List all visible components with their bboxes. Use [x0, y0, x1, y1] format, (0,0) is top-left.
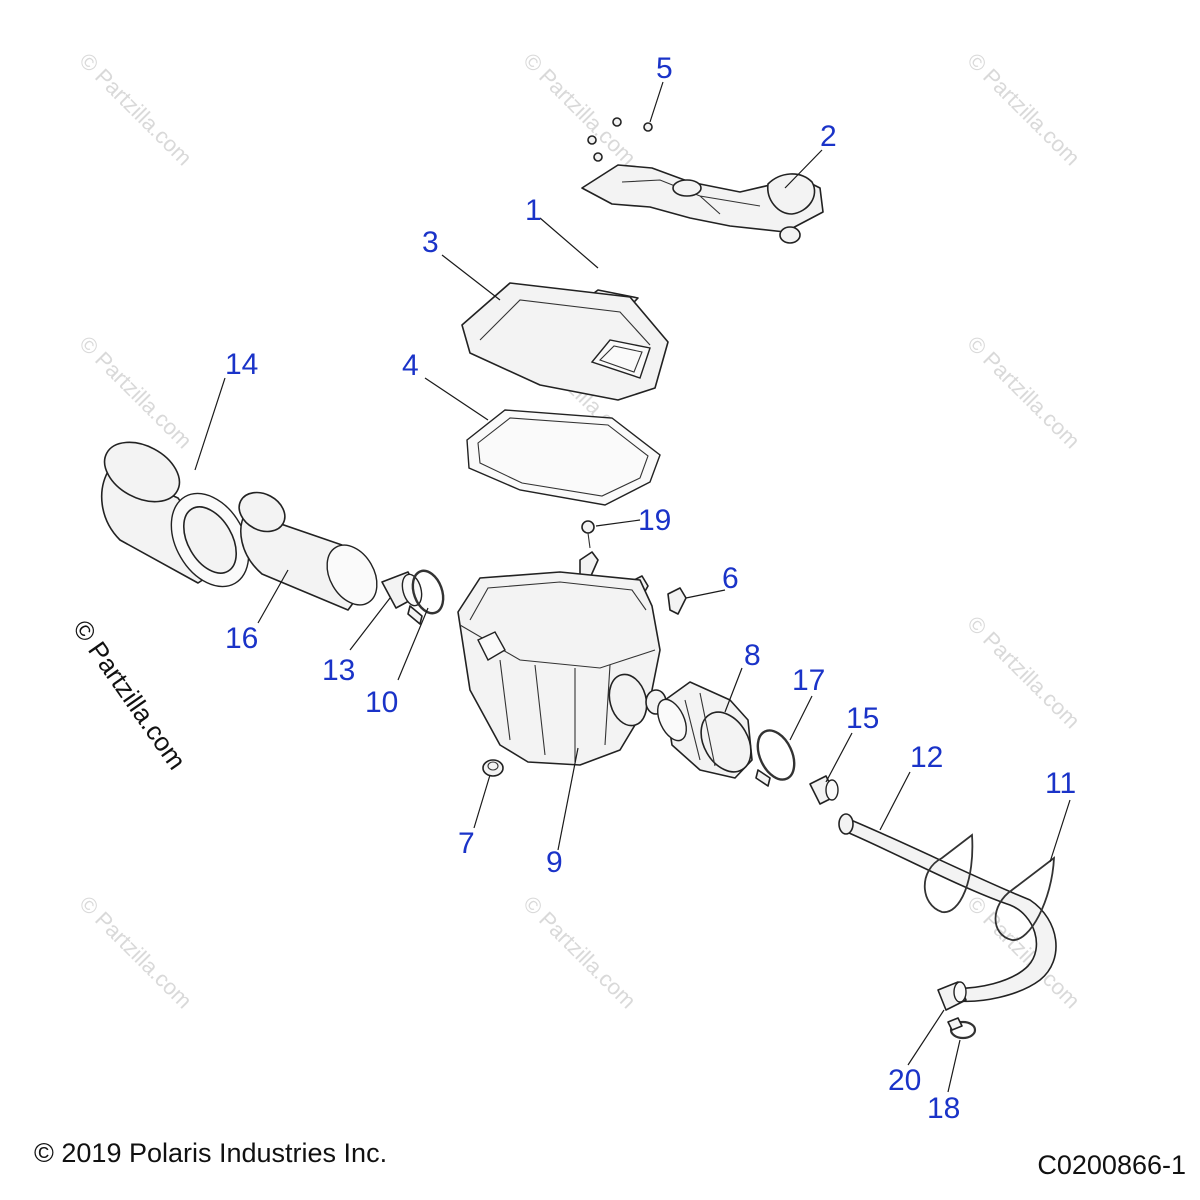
watermark: © Partzilla.com: [518, 891, 641, 1014]
callout-7: 7: [458, 827, 475, 860]
part-5-screws: [587, 117, 653, 162]
part-4-gasket: [466, 409, 661, 506]
watermark: © Partzilla.com: [962, 611, 1085, 734]
callouts: 1 2 3 4 5 6 7 8 9 10 11 12 13 14 15 16 1…: [225, 52, 1076, 1125]
diagram-code: C0200866-1: [1037, 1150, 1186, 1180]
part-7-drain-valve: [482, 759, 504, 777]
callout-11: 11: [1045, 767, 1076, 800]
part-14-filter-sleeve: [100, 441, 250, 588]
callout-6: 6: [722, 562, 739, 595]
side-watermark: © Partzilla.com: [67, 614, 192, 775]
part-2-intake-duct: [581, 164, 824, 244]
part-19-screw: [581, 520, 595, 549]
part-15-fitting: [809, 775, 839, 805]
part-18-small-clamp: [947, 1017, 977, 1040]
part-12-breather-hose: [838, 813, 1057, 1003]
watermark: © Partzilla.com: [518, 48, 641, 171]
watermark: © Partzilla.com: [74, 891, 197, 1014]
callout-18: 18: [927, 1092, 960, 1125]
callout-9: 9: [546, 846, 563, 879]
callout-1: 1: [525, 194, 542, 227]
callout-10: 10: [365, 686, 398, 719]
callout-5: 5: [656, 52, 673, 85]
part-17-clamp: [755, 729, 796, 787]
watermark: © Partzilla.com: [962, 331, 1085, 454]
part-3-airbox-cover: [461, 282, 669, 401]
part-11-hose-clips: [923, 833, 1055, 941]
watermark: © Partzilla.com: [74, 331, 197, 454]
leader-lines: [194, 81, 1071, 1093]
part-9-airbox: [457, 571, 667, 766]
callout-4: 4: [402, 349, 419, 382]
callout-3: 3: [422, 226, 439, 259]
part-10-clamp: [407, 569, 445, 625]
callout-8: 8: [744, 639, 761, 672]
callout-15: 15: [846, 702, 879, 735]
callout-13: 13: [322, 654, 355, 687]
callout-14: 14: [225, 348, 258, 381]
callout-19: 19: [638, 504, 671, 537]
part-16-air-filter: [238, 491, 378, 611]
callout-2: 2: [820, 120, 837, 153]
callout-20: 20: [888, 1064, 921, 1097]
callout-16: 16: [225, 622, 258, 655]
part-8-boot: [656, 681, 753, 779]
copyright-notice: © 2019 Polaris Industries Inc.: [34, 1138, 388, 1168]
callout-12: 12: [910, 741, 943, 774]
part-20-cap: [937, 981, 967, 1011]
watermark: © Partzilla.com: [962, 48, 1085, 171]
callout-17: 17: [792, 664, 825, 697]
watermark: © Partzilla.com: [74, 48, 197, 171]
